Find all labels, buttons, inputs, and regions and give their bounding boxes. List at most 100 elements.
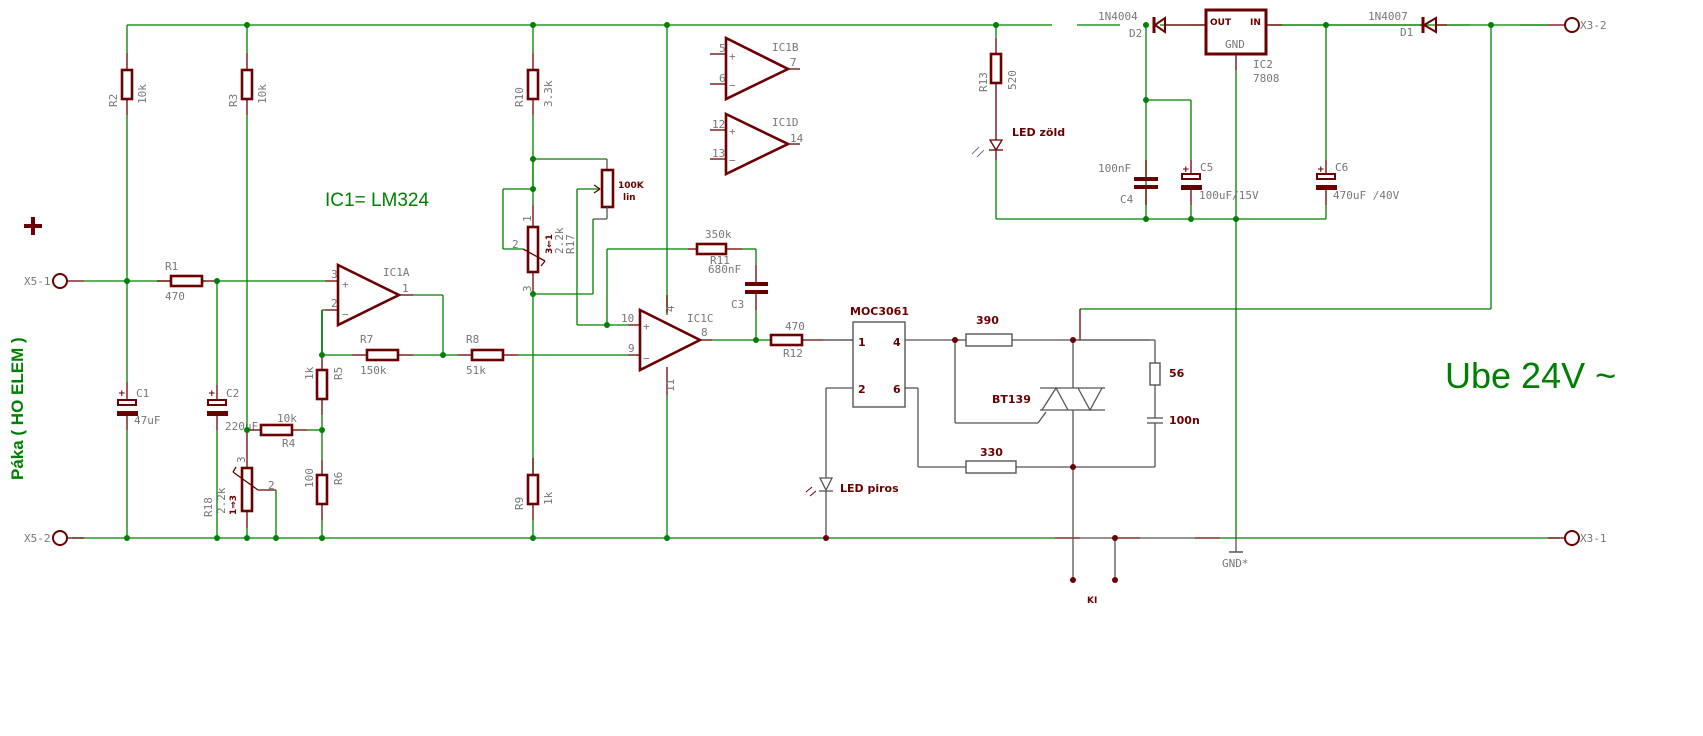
- connector-x5-2[interactable]: X5-2: [24, 530, 84, 546]
- r1-value: 470: [165, 290, 185, 303]
- moc-pin4: 4: [893, 336, 901, 349]
- capacitor-c1[interactable]: + C1 47uF: [117, 382, 161, 538]
- led-green[interactable]: LED zöld: [971, 126, 1065, 219]
- capacitor-c3[interactable]: 680nF C3: [708, 249, 768, 340]
- trimmer-r18[interactable]: 3 2 R18 2.2k 1⇒3: [202, 432, 277, 538]
- resistor-r8[interactable]: R8 51k: [458, 333, 628, 377]
- resistor-r13[interactable]: R13 520: [977, 25, 1019, 140]
- optocoupler-moc3061[interactable]: MOC3061 1 4 2 6: [823, 305, 960, 408]
- c5-value: 100uF/15V: [1199, 189, 1259, 202]
- ic1d-pin14: 14: [790, 132, 804, 145]
- resistor-r11[interactable]: 350k R11: [606, 228, 756, 325]
- potentiometer-100k[interactable]: 100K lin: [533, 158, 645, 325]
- resistor-r9[interactable]: R9 1k: [513, 458, 555, 538]
- opamp-ic1c[interactable]: 10 9 8 4 11 + − IC1C: [621, 295, 770, 395]
- ic2-out: OUT: [1210, 18, 1232, 28]
- resistor-r1[interactable]: R1 470: [157, 260, 217, 303]
- ic1b-name: IC1B: [772, 41, 799, 54]
- c5-name: C5: [1200, 161, 1213, 174]
- opamp-ic1b[interactable]: 5 6 7 + − IC1B: [710, 35, 800, 102]
- triac-bt139[interactable]: BT139: [992, 340, 1105, 580]
- r17-pin2: 2: [512, 238, 519, 251]
- c3-value: 680nF: [708, 263, 741, 276]
- d1-part: 1N4007: [1368, 10, 1408, 23]
- r3-value: 10k: [256, 84, 269, 104]
- connector-x5-1[interactable]: X5-1: [24, 273, 205, 289]
- r17-pin1: 1: [521, 215, 534, 222]
- d2-part: 1N4004: [1098, 10, 1138, 23]
- resistor-r4[interactable]: 10k R4: [247, 412, 322, 450]
- ic1a-pin3: 3: [331, 268, 338, 281]
- pot-taper: lin: [623, 193, 636, 203]
- c2-value: 220uF: [225, 420, 258, 433]
- resistor-r6[interactable]: 100 R6: [303, 460, 345, 538]
- r12-name: R12: [783, 347, 803, 360]
- diode-d1[interactable]: 1N4007 D1: [1368, 10, 1548, 39]
- ki-label: KI: [1087, 596, 1097, 606]
- r18-pin3: 3: [235, 456, 248, 463]
- capacitor-c6[interactable]: + C6 470uF /40V: [1316, 25, 1400, 219]
- svg-text:+: +: [1317, 165, 1325, 175]
- c4-value: 100nF: [1098, 162, 1131, 175]
- ic-note: IC1= LM324: [325, 190, 429, 211]
- ic1a-pin2: 2: [331, 297, 338, 310]
- d1-name: D1: [1400, 26, 1413, 39]
- regulator-ic2[interactable]: OUT IN GND IC2 7808: [1190, 8, 1282, 219]
- resistor-r5[interactable]: 1k R5: [303, 310, 345, 460]
- r17-pin3: 3: [521, 285, 534, 292]
- connector-x3-2[interactable]: X3-2: [1548, 17, 1607, 33]
- capacitor-c5[interactable]: + C5 100uF/15V: [1181, 100, 1259, 219]
- ic1b-pin7: 7: [790, 56, 797, 69]
- opamp-ic1a[interactable]: 3 2 1 + − IC1A: [325, 262, 444, 355]
- resistor-390[interactable]: 390: [955, 314, 1150, 347]
- snubber-r-value: 56: [1169, 367, 1185, 380]
- c2-name: C2: [226, 387, 239, 400]
- svg-text:+: +: [1182, 165, 1190, 175]
- r13-value: 520: [1006, 70, 1019, 90]
- r17-name: R17: [564, 234, 577, 254]
- svg-text:+: +: [729, 50, 736, 63]
- snubber-rc[interactable]: 56 100n: [1075, 339, 1200, 467]
- led-red[interactable]: LED piros: [805, 388, 899, 535]
- r17-value: 2.2k: [553, 227, 566, 254]
- r18-value: 2.2k: [215, 487, 228, 514]
- plus-sign-icon: [24, 217, 42, 235]
- pot-value: 100K: [618, 181, 645, 191]
- r11-value: 350k: [705, 228, 732, 241]
- r7-value: 150k: [360, 364, 387, 377]
- svg-text:−: −: [729, 79, 736, 92]
- svg-text:+: +: [208, 389, 216, 399]
- resistor-r7[interactable]: R7 150k: [322, 333, 458, 377]
- r10-name: R10: [513, 87, 526, 107]
- resistor-r10[interactable]: R10 3.3k: [513, 25, 555, 190]
- r5-name: R5: [332, 367, 345, 380]
- r9-value: 1k: [542, 491, 555, 505]
- resistor-330[interactable]: 330: [917, 388, 1155, 474]
- resistor-r3[interactable]: R3 10k: [227, 25, 269, 432]
- r6-name: R6: [332, 472, 345, 485]
- snubber-c-value: 100n: [1169, 414, 1200, 427]
- ic1b-pin5: 5: [719, 42, 726, 55]
- led-red-label: LED piros: [840, 482, 899, 495]
- ic1c-pin8: 8: [701, 326, 708, 339]
- r330-value: 330: [980, 446, 1003, 459]
- c1-name: C1: [136, 387, 149, 400]
- ic1d-pin12: 12: [712, 118, 725, 131]
- x5-1-label: X5-1: [24, 275, 51, 288]
- svg-text:+: +: [643, 320, 650, 333]
- x3-2-label: X3-2: [1580, 19, 1607, 32]
- trimmer-r17[interactable]: 1 2 3 3⇐1 2.2k R17: [502, 159, 577, 294]
- resistor-r2[interactable]: R2 10k: [107, 25, 149, 382]
- svg-text:−: −: [342, 308, 349, 321]
- opamp-ic1d[interactable]: 12 13 14 + − IC1D: [710, 111, 804, 177]
- output-ki[interactable]: KI: [1070, 538, 1118, 606]
- c4-name: C4: [1120, 193, 1134, 206]
- svg-text:+: +: [118, 389, 126, 399]
- capacitor-c4[interactable]: 100nF C4: [1098, 99, 1191, 206]
- led-green-label: LED zöld: [1012, 126, 1065, 139]
- r8-value: 51k: [466, 364, 486, 377]
- r4-value: 10k: [277, 412, 297, 425]
- c6-value: 470uF /40V: [1333, 189, 1400, 202]
- connector-x3-1[interactable]: X3-1: [1548, 530, 1607, 546]
